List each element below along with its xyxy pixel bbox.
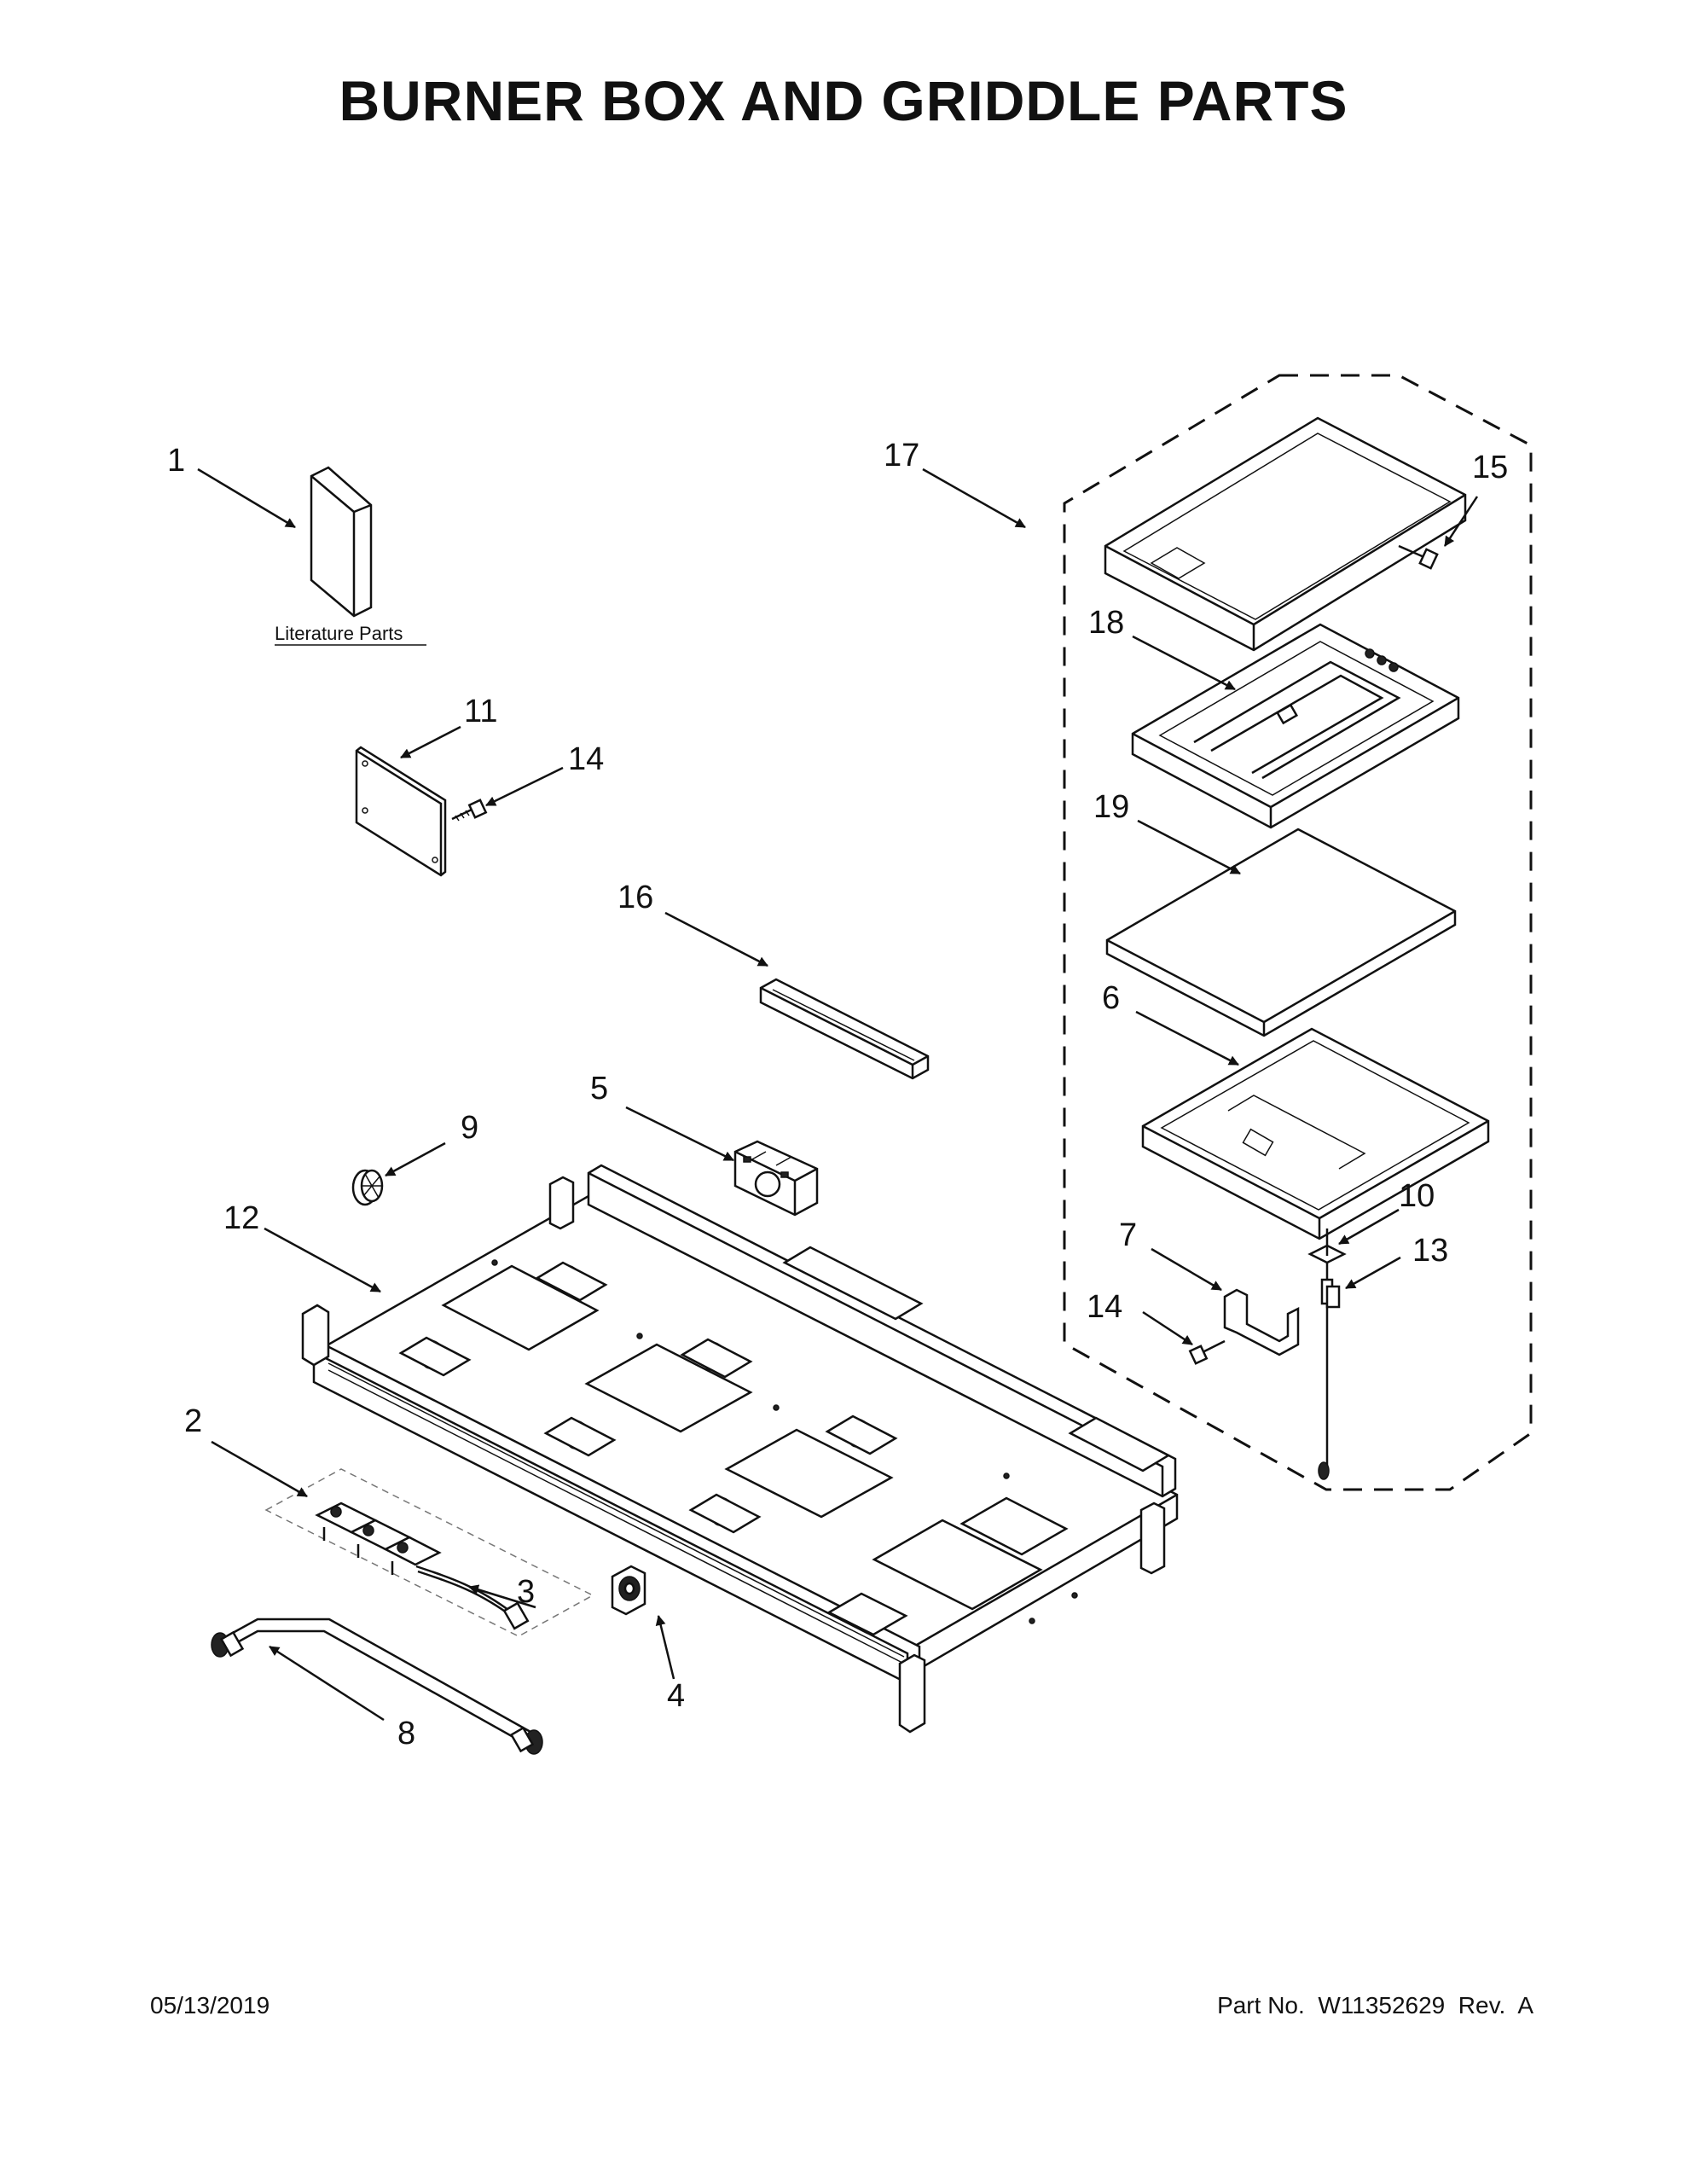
part-19-insulation	[1105, 828, 1457, 1037]
callout-7: 7	[1119, 1217, 1137, 1253]
callout-16: 16	[617, 880, 653, 915]
part-6-pan	[1141, 1027, 1490, 1240]
part-18-element-frame	[1131, 623, 1460, 829]
callout-18: 18	[1088, 605, 1124, 641]
callout-17: 17	[884, 438, 919, 473]
part-8-gas-tube	[211, 1618, 543, 1755]
callout-1: 1	[167, 443, 185, 479]
page-title: BURNER BOX AND GRIDDLE PARTS	[339, 69, 1348, 132]
callout-8: 8	[397, 1716, 415, 1751]
part-4-regulator	[611, 1565, 646, 1616]
part-14-screw-b	[1188, 1339, 1226, 1365]
callout-labels: 1 11 14 16 5 9 12 2 3 4 8 17 15 18 19 6 …	[167, 438, 1508, 1751]
callout-12: 12	[223, 1200, 259, 1236]
part-16-tray	[759, 978, 930, 1080]
part-11-cover-plate	[355, 746, 447, 877]
part-14-screw	[451, 799, 488, 822]
callout-9: 9	[461, 1110, 478, 1146]
callout-15: 15	[1472, 450, 1508, 485]
part-17-griddle-assembly-outline	[1063, 374, 1533, 1491]
callout-19: 19	[1093, 789, 1129, 825]
callout-10: 10	[1399, 1178, 1435, 1214]
burner-valves	[398, 1261, 898, 1534]
callout-4: 4	[667, 1678, 685, 1714]
callout-2: 2	[184, 1403, 202, 1439]
callout-11: 11	[464, 694, 497, 729]
part-5-spark-module	[733, 1140, 819, 1217]
part-1-literature	[275, 466, 426, 646]
part-2-valve-group	[264, 1468, 594, 1637]
part-15-screw	[1398, 544, 1439, 570]
part-13-clip	[1325, 1285, 1341, 1309]
footer-date: 05/13/2019	[150, 1992, 270, 2018]
callout-13: 13	[1412, 1233, 1448, 1269]
part-12-burner-box	[301, 1164, 1179, 1734]
callout-6: 6	[1102, 980, 1120, 1016]
part-9-knob	[351, 1169, 384, 1206]
callout-14a: 14	[568, 741, 604, 777]
part-10-probe	[1307, 1228, 1347, 1480]
callout-arrows	[197, 468, 1479, 1722]
part-7-bracket	[1223, 1288, 1300, 1356]
callout-3: 3	[517, 1574, 535, 1610]
literature-parts-label: Literature Parts	[275, 623, 403, 644]
griddle-top	[1104, 416, 1467, 652]
callout-14b: 14	[1087, 1289, 1122, 1325]
footer-part-number: Part No. W11352629 Rev. A	[1217, 1992, 1533, 2018]
callout-5: 5	[590, 1071, 608, 1107]
